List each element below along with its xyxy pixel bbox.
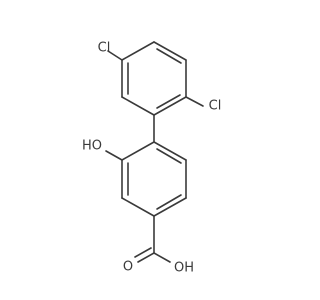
- bond: [153, 141, 187, 161]
- bond: [153, 41, 187, 61]
- carbonyl-oxygen-label: O: [123, 260, 133, 275]
- bond: [153, 96, 187, 116]
- hydroxyl-label: HO: [82, 139, 102, 154]
- bond-to-acid-oh: [153, 252, 171, 263]
- carbonyl-double-bond: [137, 252, 155, 263]
- bond: [121, 197, 155, 217]
- chlorine-top-label: Cl: [98, 41, 111, 56]
- bond: [153, 197, 187, 217]
- bond: [121, 41, 155, 61]
- chlorine-right-label: Cl: [209, 99, 222, 114]
- bond-to-hydroxyl: [105, 150, 123, 161]
- bond-to-cl-right: [185, 96, 204, 107]
- double-bond: [156, 194, 182, 210]
- structure-diagram: Cl Cl HO O OH: [82, 41, 222, 276]
- bond: [121, 141, 155, 161]
- double-bond: [156, 148, 182, 164]
- bond: [121, 96, 155, 116]
- double-bond: [156, 48, 182, 64]
- bond-to-cl-top: [107, 50, 123, 61]
- acid-oh-label: OH: [174, 261, 194, 276]
- carbonyl-double-bond: [134, 247, 152, 258]
- benzoic-acid-ring: [121, 141, 187, 217]
- dichlorophenyl-ring: [121, 41, 187, 116]
- double-bond: [156, 94, 181, 109]
